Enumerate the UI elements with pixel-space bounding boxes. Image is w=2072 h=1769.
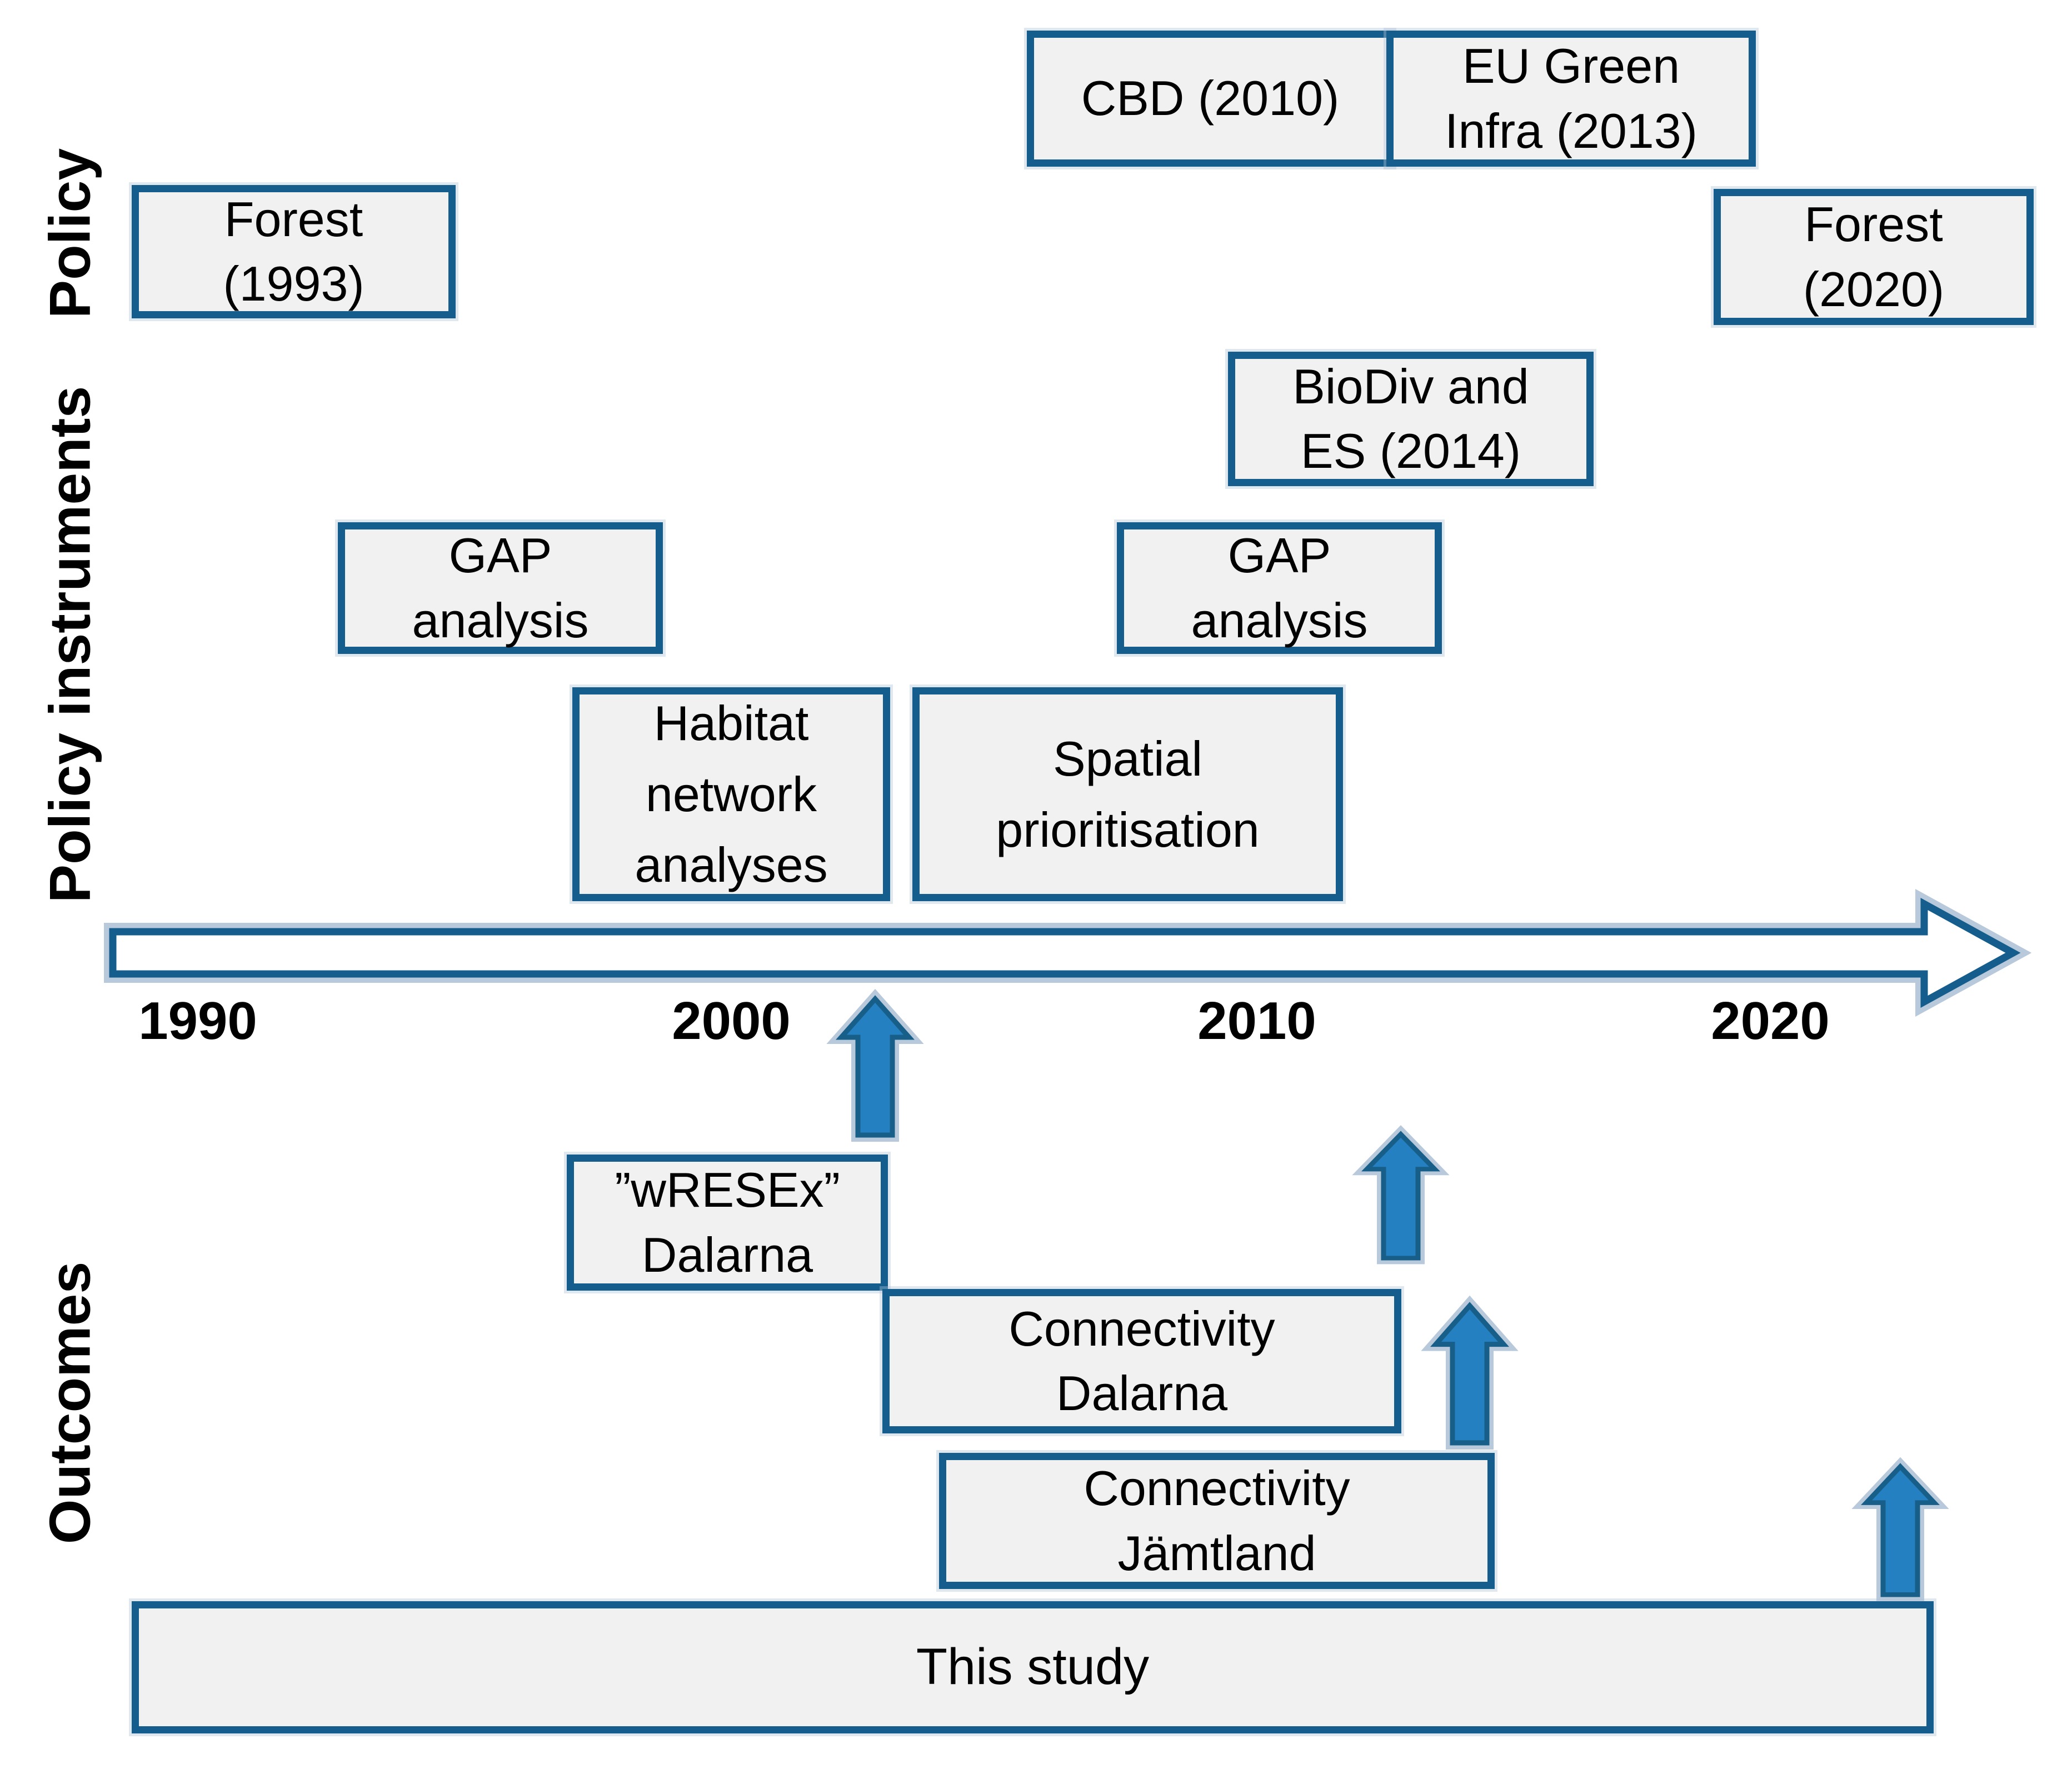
box-gap-analysis-late-line1: GAP bbox=[1227, 528, 1331, 583]
box-habitat-line1: Habitat bbox=[653, 696, 809, 751]
box-spatial-prioritisation: Spatial prioritisation bbox=[912, 687, 1343, 901]
row-label-policy: Policy bbox=[38, 148, 103, 319]
box-habitat-line3: analyses bbox=[635, 837, 828, 893]
box-spatial-line2: prioritisation bbox=[996, 802, 1260, 857]
box-wresex-line2: Dalarna bbox=[641, 1227, 813, 1282]
box-forest-2020-line2: (2020) bbox=[1803, 261, 1945, 317]
box-biodiv-es-line1: BioDiv and bbox=[1292, 358, 1529, 414]
box-this-study-line1: This study bbox=[916, 1638, 1150, 1696]
box-cbd-2010: CBD (2010) bbox=[1027, 31, 1394, 167]
year-label-2020: 2020 bbox=[1711, 991, 1830, 1051]
box-habitat-line2: network bbox=[645, 766, 817, 822]
box-spatial-line1: Spatial bbox=[1052, 731, 1203, 786]
up-arrow-this-study bbox=[1851, 1457, 1949, 1601]
box-gap-analysis-late-line2: analysis bbox=[1191, 592, 1368, 648]
box-wresex-line1: ”wRESEx” bbox=[615, 1162, 840, 1218]
box-connectivity-jamtland-line1: Connectivity bbox=[1084, 1461, 1350, 1516]
box-forest-1993-line2: (1993) bbox=[223, 256, 365, 311]
row-label-outcomes: Outcomes bbox=[38, 1261, 103, 1545]
year-label-2000: 2000 bbox=[672, 991, 791, 1051]
box-wresex-dalarna: ”wRESEx” Dalarna bbox=[567, 1155, 888, 1291]
box-biodiv-es-2014: BioDiv and ES (2014) bbox=[1228, 352, 1594, 486]
box-connectivity-jamtland: Connectivity Jämtland bbox=[939, 1453, 1495, 1589]
box-habitat-network-analyses: Habitat network analyses bbox=[572, 687, 890, 901]
box-gap-analysis-late: GAP analysis bbox=[1117, 522, 1442, 654]
box-eu-green-infra-2013: EU Green Infra (2013) bbox=[1386, 31, 1756, 167]
box-connectivity-dalarna-line2: Dalarna bbox=[1056, 1366, 1228, 1421]
box-gap-analysis-early-line1: GAP bbox=[448, 528, 552, 583]
row-label-policy-instruments: Policy instruments bbox=[38, 386, 103, 903]
box-forest-1993-line1: Forest bbox=[224, 191, 363, 247]
box-connectivity-dalarna-line1: Connectivity bbox=[1008, 1301, 1275, 1356]
box-biodiv-es-line2: ES (2014) bbox=[1300, 423, 1521, 478]
box-connectivity-dalarna: Connectivity Dalarna bbox=[882, 1289, 1401, 1433]
box-eu-green-infra-line1: EU Green bbox=[1462, 38, 1680, 94]
box-gap-analysis-early: GAP analysis bbox=[338, 522, 663, 654]
box-forest-2020: Forest (2020) bbox=[1714, 189, 2034, 325]
year-label-1990: 1990 bbox=[138, 991, 257, 1051]
timeline-arrow bbox=[104, 888, 2032, 1017]
box-eu-green-infra-line2: Infra (2013) bbox=[1445, 103, 1697, 158]
year-label-2010: 2010 bbox=[1197, 991, 1316, 1051]
box-cbd-2010-line1: CBD (2010) bbox=[1081, 71, 1340, 126]
box-gap-analysis-early-line2: analysis bbox=[412, 592, 589, 648]
up-arrow-connectivity-jamtland bbox=[1421, 1295, 1519, 1450]
up-arrow-wresex bbox=[826, 988, 924, 1142]
box-connectivity-jamtland-line2: Jämtland bbox=[1117, 1525, 1316, 1581]
box-forest-1993: Forest (1993) bbox=[132, 185, 456, 318]
up-arrow-connectivity-dalarna bbox=[1352, 1125, 1450, 1265]
box-forest-2020-line1: Forest bbox=[1804, 197, 1943, 252]
box-this-study: This study bbox=[132, 1601, 1934, 1733]
